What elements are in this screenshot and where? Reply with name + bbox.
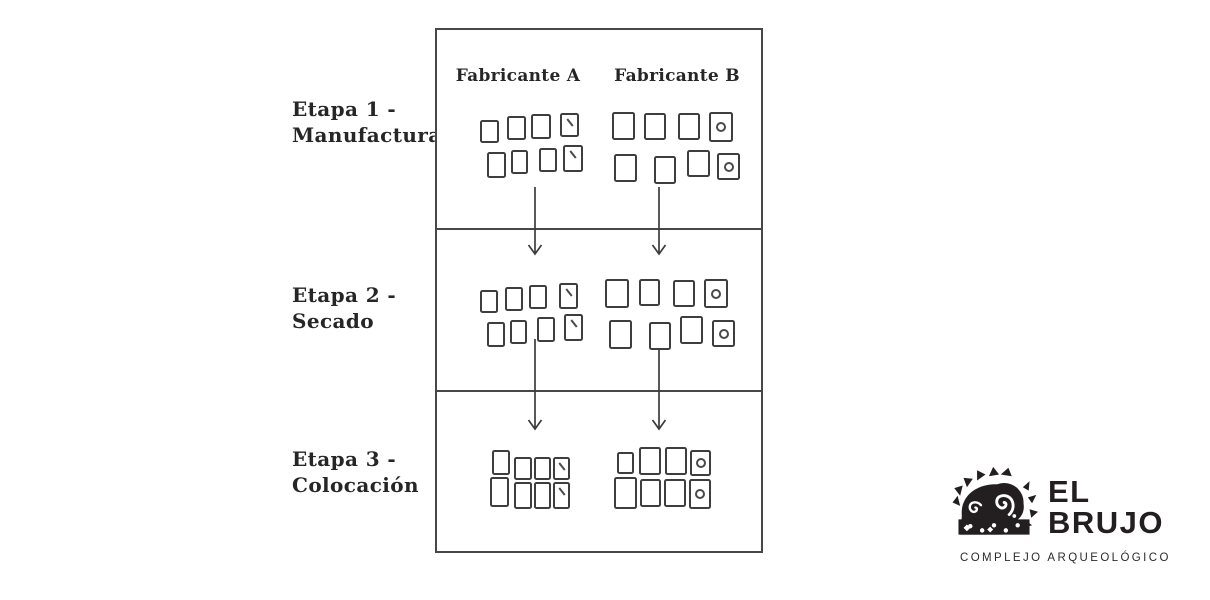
brick-stage2-b — [605, 279, 629, 308]
brick-stage2-a — [510, 320, 527, 344]
brick-stage1-a — [480, 120, 499, 143]
logo-subtitle: COMPLEJO ARQUEOLÓGICO — [960, 552, 1171, 564]
brick-stage3-a — [534, 482, 551, 509]
column-header-fabricante-a: Fabricante A — [455, 66, 581, 86]
brick-stage1-a — [507, 116, 526, 140]
brick-stage1-b — [717, 153, 740, 180]
circle-mark-icon — [695, 489, 705, 499]
logo-title: EL BRUJO — [1048, 476, 1164, 538]
brick-stage3-b — [614, 477, 637, 509]
brick-stage3-a — [553, 457, 570, 480]
brick-stage2-b — [639, 279, 660, 306]
brick-stage3-a — [492, 450, 510, 475]
brick-stage1-b — [614, 154, 637, 182]
brick-stage3-a — [490, 477, 509, 507]
brick-stage3-b — [617, 452, 634, 474]
slash-mark-icon — [558, 487, 566, 496]
brick-stage1-a — [487, 152, 506, 178]
brick-stage2-b — [680, 316, 703, 344]
logo-title-line1: EL — [1048, 474, 1091, 509]
flow-arrowhead-icon — [527, 244, 543, 256]
brick-stage2-b — [712, 320, 735, 347]
brick-stage3-a — [534, 457, 551, 480]
flow-arrowhead-icon — [527, 419, 543, 431]
brick-stage2-a — [564, 314, 583, 341]
stage-1-label: Etapa 1 - Manufactura — [292, 97, 442, 148]
brick-stage1-b — [709, 112, 733, 142]
brick-stage3-b — [689, 479, 711, 509]
brick-stage1-b — [678, 113, 700, 140]
stage-2-label: Etapa 2 - Secado — [292, 283, 442, 334]
brick-stage2-a — [529, 285, 547, 309]
el-brujo-logo: EL BRUJO COMPLEJO ARQUEOLÓGICO — [950, 466, 1200, 564]
brick-stage1-a — [531, 114, 551, 139]
logo-title-line2: BRUJO — [1048, 505, 1165, 540]
column-header-fabricante-b: Fabricante B — [614, 66, 740, 86]
slash-mark-icon — [558, 462, 566, 471]
brick-stage2-a — [537, 317, 555, 342]
stage-1-label-line2: Manufactura — [292, 122, 442, 147]
slash-mark-icon — [565, 288, 573, 297]
brick-stage3-b — [664, 479, 686, 507]
stage-2-label-line2: Secado — [292, 308, 375, 333]
slash-mark-icon — [570, 319, 578, 328]
brick-stage1-b — [644, 113, 666, 140]
brick-stage1-a — [511, 150, 528, 174]
brick-stage3-b — [639, 447, 661, 475]
stage-3-label-line1: Etapa 3 - — [292, 447, 397, 471]
brick-stage2-a — [559, 283, 578, 309]
brick-stage1-a — [560, 113, 579, 137]
slash-mark-icon — [566, 118, 574, 127]
circle-mark-icon — [716, 122, 726, 132]
stage-1-label-line1: Etapa 1 - — [292, 97, 397, 121]
brick-stage3-a — [514, 457, 532, 480]
el-brujo-moche-creature-icon — [952, 466, 1038, 535]
stage-2-label-line1: Etapa 2 - — [292, 283, 397, 307]
brick-stage2-b — [609, 320, 632, 349]
brick-stage1-a — [539, 148, 557, 172]
stage-3-label-line2: Colocación — [292, 472, 419, 497]
stage-3-label: Etapa 3 - Colocación — [292, 447, 442, 498]
brick-stage2-b — [649, 322, 671, 350]
brick-stage3-a — [553, 482, 570, 509]
circle-mark-icon — [718, 328, 729, 339]
flow-arrowhead-icon — [651, 244, 667, 256]
brick-stage1-b — [687, 150, 710, 177]
brick-stage2-a — [480, 290, 498, 313]
flow-arrowhead-icon — [651, 419, 667, 431]
slash-mark-icon — [569, 150, 577, 159]
brick-stage1-b — [612, 112, 635, 140]
stage-divider-1 — [437, 228, 761, 230]
brick-stage3-b — [665, 447, 687, 475]
brick-stage2-b — [673, 280, 695, 307]
brick-stage3-b — [640, 479, 661, 507]
circle-mark-icon — [695, 458, 706, 468]
circle-mark-icon — [723, 161, 734, 172]
brick-stage2-a — [505, 287, 523, 311]
brick-stage2-a — [487, 322, 505, 347]
circle-mark-icon — [711, 288, 721, 299]
brick-stage3-a — [514, 482, 532, 509]
diagram-box: Fabricante A Fabricante B — [435, 28, 763, 553]
logo-row: EL BRUJO — [950, 466, 1200, 544]
stage-divider-2 — [437, 390, 761, 392]
brick-stage1-b — [654, 156, 676, 184]
brick-stage3-b — [690, 450, 711, 476]
brick-stage2-b — [704, 279, 728, 308]
brick-stage1-a — [563, 145, 583, 172]
